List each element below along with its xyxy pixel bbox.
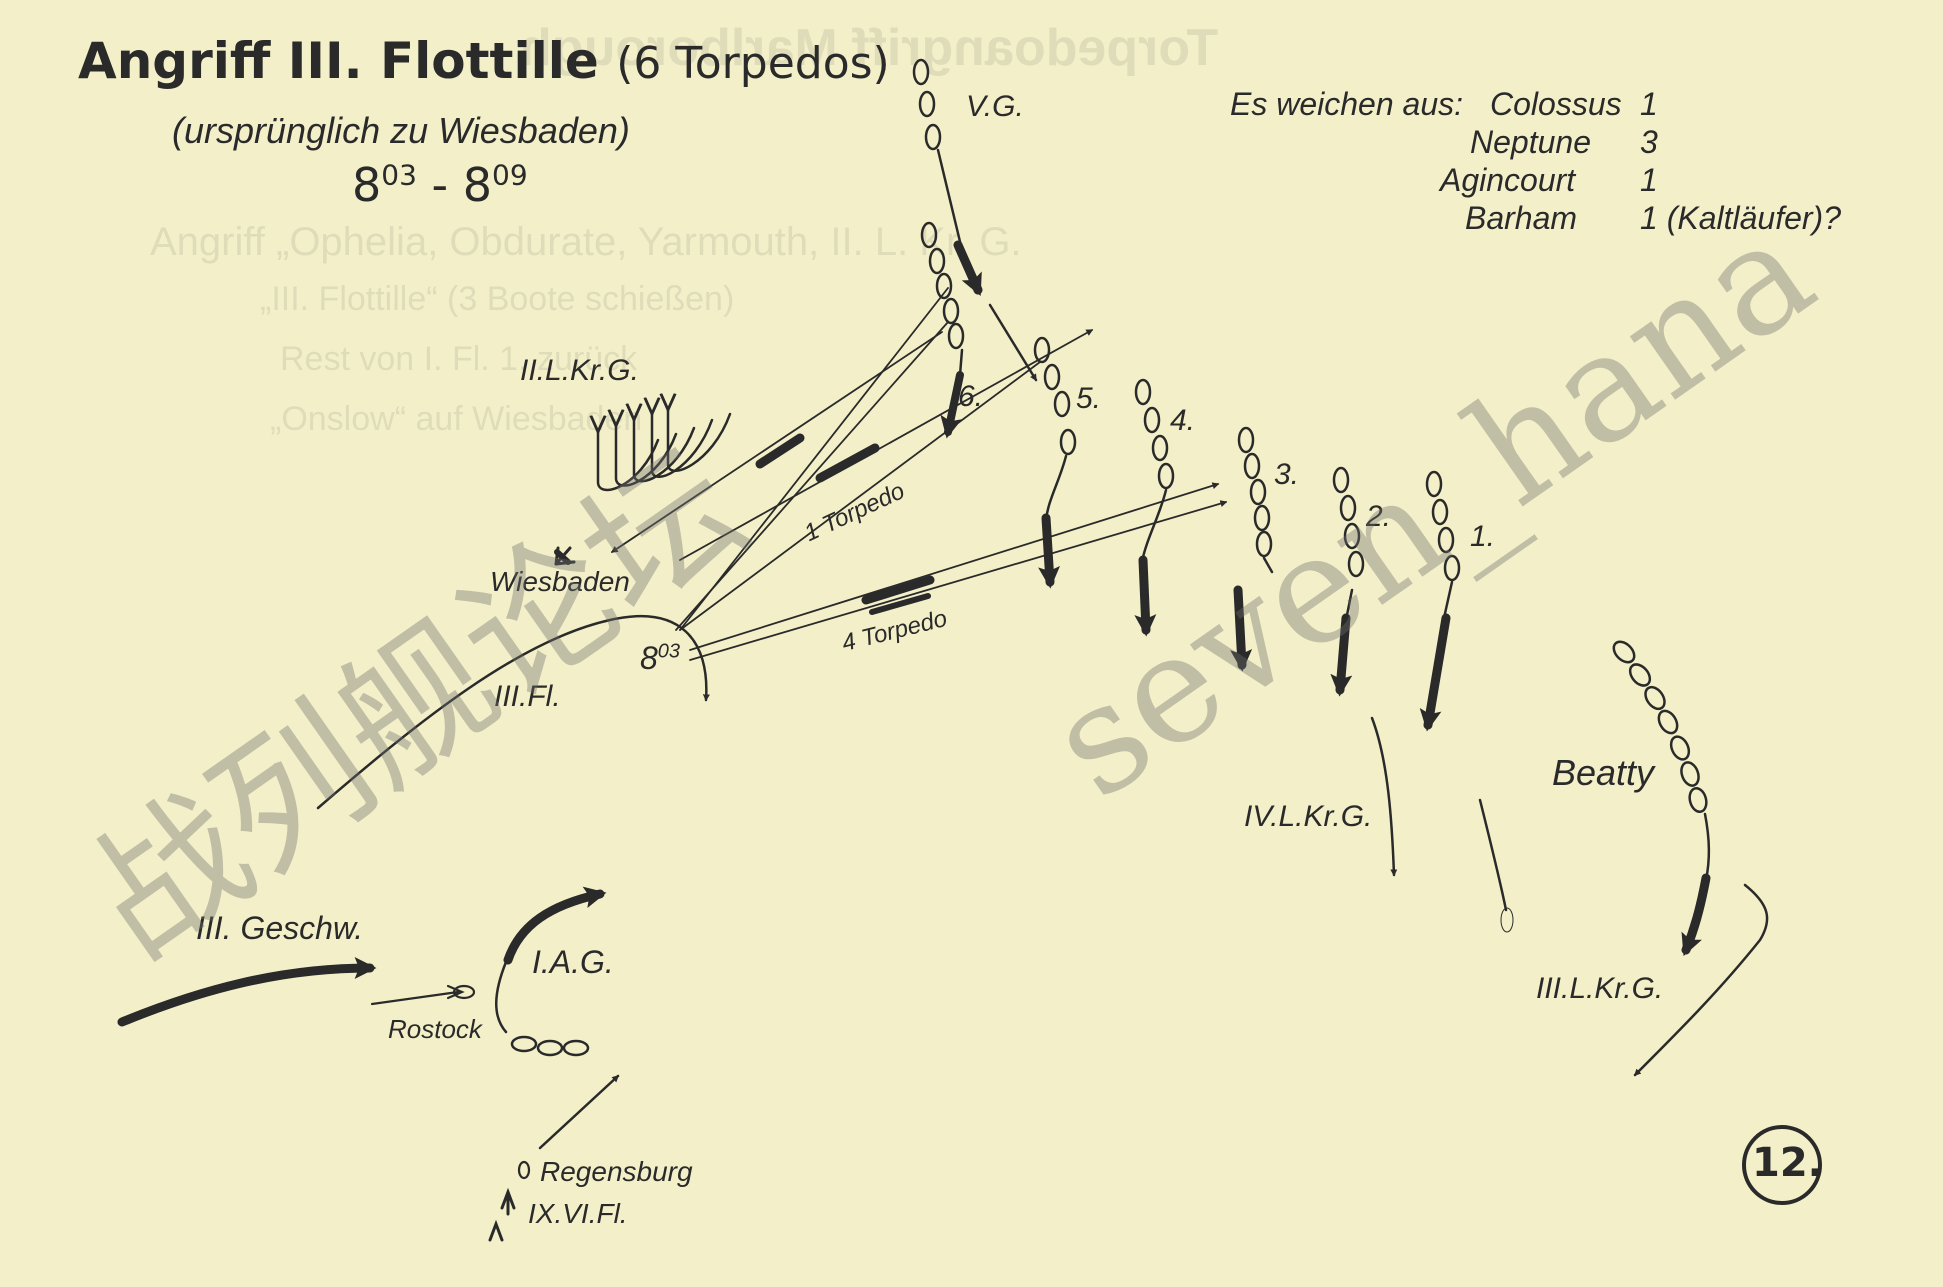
column-3	[1237, 426, 1273, 558]
title-parenthetical: (6 Torpedos)	[616, 38, 890, 89]
diagram-title: Angriff III. Flottille (6 Torpedos)	[78, 32, 890, 90]
column-5	[1033, 336, 1077, 456]
evasion-ship: Agincourt	[1440, 162, 1576, 198]
bleed-through-text: Angriff „Ophelia, Obdurate, Yarmouth, II…	[150, 220, 1022, 264]
label-ii-lkrg: II.L.Kr.G.	[520, 354, 639, 387]
label-column-5: 5.	[1076, 382, 1102, 415]
label-vg: V.G.	[966, 90, 1024, 123]
label-iii-fl: III.Fl.	[494, 680, 561, 713]
column-1	[1425, 470, 1461, 582]
label-column-1: 1.	[1470, 520, 1496, 553]
label-iii-geschw: III. Geschw.	[196, 910, 364, 946]
evasion-count: 3	[1640, 124, 1658, 160]
label-column-3: 3.	[1274, 458, 1300, 491]
vg-column	[912, 58, 965, 350]
evasion-count: 1	[1640, 162, 1658, 198]
title-main: Angriff III. Flottille	[78, 32, 599, 90]
map-number: 12.	[1752, 1140, 1823, 1186]
bleed-through-text: „Onslow“ auf Wiesbaden	[270, 400, 643, 438]
evasion-list: Es weichen aus: Colossus 1 Neptune 3 Agi…	[1230, 85, 1841, 237]
label-iag: I.A.G.	[532, 944, 614, 980]
evasion-ship: Colossus	[1490, 86, 1622, 122]
label-iii-lkrg: III.L.Kr.G.	[1536, 972, 1664, 1005]
column-2	[1332, 466, 1365, 578]
column-4	[1134, 378, 1175, 490]
beatty-column	[1612, 640, 1708, 814]
evasion-intro: Es weichen aus:	[1230, 86, 1464, 122]
evasion-count: 1 (Kaltläufer)?	[1640, 200, 1841, 236]
label-wiesbaden: Wiesbaden	[490, 566, 630, 597]
label-regensburg: Regensburg	[540, 1156, 693, 1187]
evasion-ship: Neptune	[1470, 124, 1591, 160]
time-range: 803 - 809	[352, 158, 528, 212]
iag-ships	[510, 1035, 590, 1057]
evasion-count: 1	[1640, 86, 1658, 122]
ii-lkrg-turns	[598, 408, 732, 492]
label-ix-vi-fl: IX.VI.Fl.	[528, 1198, 628, 1229]
label-iv-lkrg: IV.L.Kr.G.	[1244, 800, 1373, 833]
evasion-ship: Barham	[1465, 200, 1578, 236]
label-beatty: Beatty	[1552, 752, 1655, 793]
label-column-2: 2.	[1366, 500, 1392, 533]
bleed-through-text: „III. Flottille“ (3 Boote schießen)	[260, 280, 735, 318]
label-rostock: Rostock	[388, 1014, 482, 1044]
bleed-through-text: Rest von I. Fl. 1. zurück	[280, 340, 638, 378]
label-time-803: 803	[640, 640, 681, 676]
label-column-6: 6.	[958, 380, 984, 413]
diagram-subtitle: (ursprünglich zu Wiesbaden)	[172, 110, 630, 151]
label-column-4: 4.	[1170, 404, 1196, 437]
